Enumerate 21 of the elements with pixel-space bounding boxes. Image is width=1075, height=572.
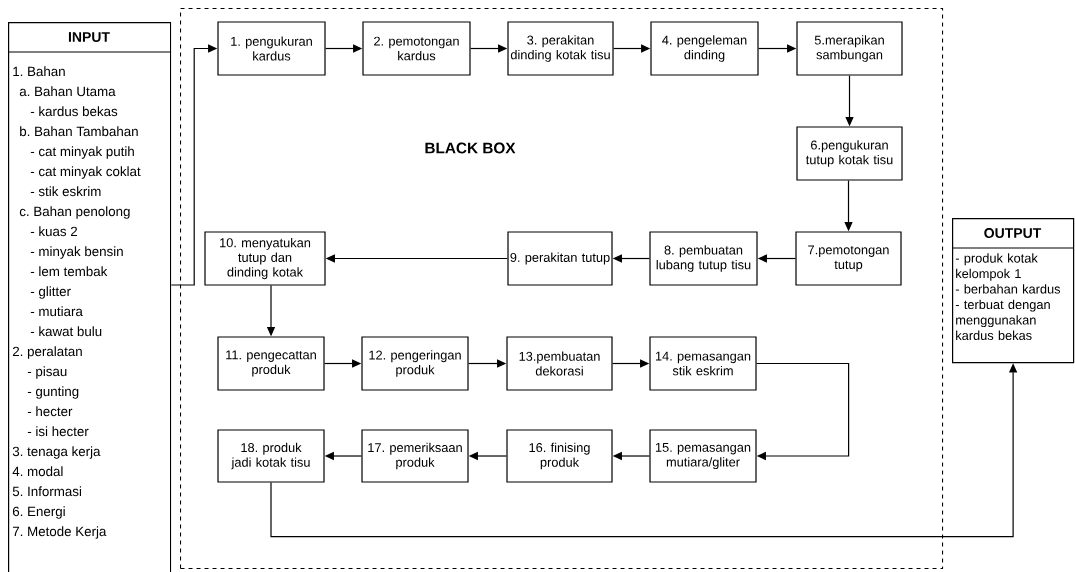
process-box: 18. produk jadi kotak tisu (217, 429, 325, 483)
output-box: OUTPUT - produk kotak kelompok 1 - berbahan kardus - terbuat dengan menggunakan kardus bekas (951, 218, 1075, 364)
process-box: 13.pembuatan dekorasi (506, 336, 613, 391)
input-box: INPUT 1. Bahan a. Bahan Utama - kardus bekas b. Bahan Tambahan - cat minyak putih - cat minyak coklat - stik eskrim c. Bahan penolong - kuas 2 - minyak bensin - lem tembak - glitter - mutiara - kawat bulu 2. peralatan - pisau - gunting - hecter - isi hecter 3. tenaga kerja 4. modal 5. Informasi 6. Energi 7. Metode Kerja (7, 22, 172, 572)
process-box: 12. pengeringan produk (361, 336, 469, 391)
process-box: 3. perakitan dinding kotak tisu (507, 21, 614, 76)
process-box: 8. pembuatan lubang tutup tisu (649, 231, 758, 286)
process-box: 1. pengukuran kardus (217, 21, 326, 76)
process-box: 17. pemeriksaan produk (361, 429, 469, 483)
process-box: 11. pengecattan produk (217, 336, 325, 391)
process-box: 14. pemasangan stik eskrim (649, 336, 757, 391)
process-box: 16. finising produk (506, 429, 613, 483)
process-box: 15. pemasangan mutiara/gliter (649, 429, 757, 483)
process-box: 2. pemotongan kardus (362, 21, 471, 76)
process-box: 10. menyatukan tutup dan dinding kotak (204, 231, 326, 286)
process-box: 6.pengukuran tutup kotak tisu (796, 126, 903, 181)
process-box: 7.pemotongan tutup (795, 231, 902, 286)
arrow (756, 362, 850, 461)
process-box: 4. pengeleman dinding (650, 21, 759, 76)
process-box: 5.merapikan sambungan (796, 21, 903, 76)
process-box: 9. perakitan tutup (507, 231, 613, 286)
